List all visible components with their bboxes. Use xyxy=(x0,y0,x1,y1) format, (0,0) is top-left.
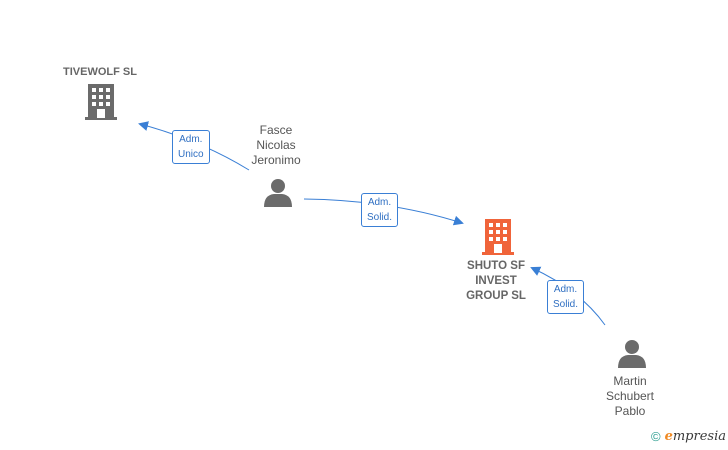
edge-label-adm-solid-fasce[interactable]: Adm. Solid. xyxy=(361,193,399,227)
company-shuto-label: SHUTO SF INVEST GROUP SL xyxy=(466,260,526,302)
building-icon[interactable] xyxy=(85,84,117,120)
edge-label-adm-solid-martin[interactable]: Adm. Solid. xyxy=(547,280,585,314)
brand-logo: empresia xyxy=(664,429,726,444)
edge-label-adm-unico[interactable]: Adm. Unico xyxy=(172,130,210,164)
copyright-icon: © xyxy=(650,429,661,444)
company-tivewolf-label: TIVEWOLF SL xyxy=(63,66,137,78)
person-icon[interactable] xyxy=(617,340,647,368)
person-fasce-label: Fasce Nicolas Jeronimo xyxy=(251,123,301,167)
person-martin-label: Martin Schubert Pablo xyxy=(605,374,655,418)
building-icon[interactable] xyxy=(482,219,514,255)
person-icon[interactable] xyxy=(263,179,293,207)
footer-brand: © empresia xyxy=(651,429,726,444)
